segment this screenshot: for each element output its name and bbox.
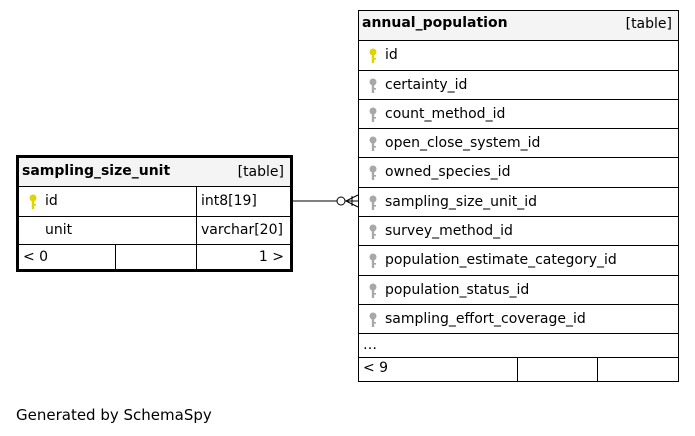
column-row-population-estimate-category-id[interactable]: population_estimate_category_id [359, 245, 678, 275]
footer-children-cell: 1 > [196, 245, 290, 269]
column-type: varchar[20] [201, 222, 283, 238]
column-row-id[interactable]: id int8[19] [19, 186, 290, 216]
column-name: certainty_id [385, 77, 468, 93]
table-footer-row: < 0 1 > [19, 244, 290, 269]
parents-count[interactable]: < 0 [23, 249, 49, 265]
column-row-population-status-id[interactable]: population_status_id [359, 275, 678, 304]
primary-key-icon [368, 47, 378, 69]
column-type-cell: int8[19] [196, 187, 290, 216]
more-columns-ellipsis: … [363, 337, 377, 353]
table-annual-population[interactable]: annual_population [table] id certainty_i… [358, 10, 679, 382]
table-sampling-size-unit[interactable]: sampling_size_unit [table] id int8[19] u… [16, 155, 293, 272]
table-kind-label: [table] [625, 16, 672, 32]
foreign-key-icon [368, 252, 378, 274]
parents-count[interactable]: < 9 [363, 360, 389, 376]
column-row-sampling-size-unit-id[interactable]: sampling_size_unit_id [359, 187, 678, 216]
column-row-id[interactable]: id [359, 40, 678, 70]
foreign-key-icon [368, 135, 378, 157]
foreign-key-icon [368, 223, 378, 245]
footer-middle-cell [517, 358, 597, 381]
foreign-key-icon [368, 106, 378, 128]
footer-children-cell [597, 358, 678, 381]
foreign-key-icon [368, 194, 378, 216]
column-type-cell: varchar[20] [196, 217, 290, 244]
footer-middle-cell [115, 245, 196, 269]
column-name: owned_species_id [385, 164, 511, 180]
column-row-sampling-effort-coverage-id[interactable]: sampling_effort_coverage_id [359, 304, 678, 333]
column-name: unit [45, 222, 73, 238]
table-kind-label: [table] [237, 164, 284, 180]
generated-by-label: Generated by SchemaSpy [16, 406, 212, 424]
table-footer-row: < 9 [359, 357, 678, 381]
children-count[interactable]: 1 > [258, 249, 284, 265]
foreign-key-icon [368, 311, 378, 333]
column-type: int8[19] [201, 193, 257, 209]
foreign-key-icon [368, 77, 378, 99]
table-header: sampling_size_unit [table] [19, 158, 290, 186]
column-row-owned-species-id[interactable]: owned_species_id [359, 157, 678, 187]
column-name: id [385, 47, 398, 63]
column-row-count-method-id[interactable]: count_method_id [359, 99, 678, 128]
table-name: sampling_size_unit [22, 163, 171, 179]
column-name: open_close_system_id [385, 135, 541, 151]
primary-key-icon [28, 193, 38, 215]
column-name: population_status_id [385, 282, 530, 298]
column-row-unit[interactable]: unit varchar[20] [19, 216, 290, 244]
table-name: annual_population [362, 15, 508, 31]
foreign-key-icon [368, 282, 378, 304]
column-row-open-close-system-id[interactable]: open_close_system_id [359, 128, 678, 157]
column-name: id [45, 193, 58, 209]
column-name: sampling_effort_coverage_id [385, 311, 586, 327]
column-name: population_estimate_category_id [385, 252, 617, 268]
foreign-key-icon [368, 164, 378, 186]
column-row-certainty-id[interactable]: certainty_id [359, 70, 678, 99]
column-name: survey_method_id [385, 223, 513, 239]
column-row-survey-method-id[interactable]: survey_method_id [359, 216, 678, 245]
column-name: count_method_id [385, 106, 506, 122]
more-columns-row[interactable]: … [359, 333, 678, 357]
table-header: annual_population [table] [359, 11, 678, 40]
column-name: sampling_size_unit_id [385, 194, 537, 210]
